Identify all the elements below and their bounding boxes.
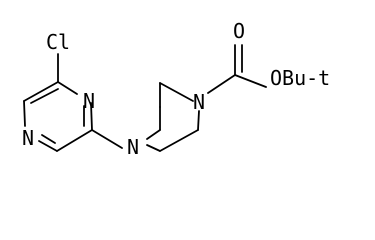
pyrazine-n1-label: N [83, 89, 95, 113]
bond-n-carbonyl [207, 74, 236, 94]
bond-c3-c2 [23, 81, 59, 102]
molecule-drawing: Cl N N N N O OBu-t [22, 19, 330, 159]
chlorine-label: Cl [46, 30, 70, 54]
carbonyl-oxygen-label: O [233, 19, 245, 43]
bond-pip-c5-c6 [159, 129, 199, 152]
bond-c5-n4 [38, 140, 58, 152]
chemical-structure-diagram: Cl N N N N O OBu-t [21, 19, 331, 159]
bond-c5-n4-double [41, 134, 56, 144]
piperazine-n1-label: N [127, 135, 139, 159]
bond-pyrazine-piperazine [91, 129, 123, 149]
bond-pip-n1-c2 [146, 129, 161, 140]
bond-carbonyl-c-o-single [234, 74, 267, 88]
bond-pip-c6-n1 [146, 144, 161, 152]
bond-c2-n1 [57, 81, 78, 95]
bond-c3-c2-double [30, 88, 59, 104]
ester-group-label: OBu-t [270, 66, 330, 90]
bond-n4-c3 [23, 100, 26, 127]
bond-n1-c6 [90, 102, 93, 131]
bond-c6-c5 [56, 129, 93, 152]
bond-pip-c4-c5 [159, 82, 194, 102]
bond-pip-n4-c5 [197, 110, 200, 131]
piperazine-n4-label: N [193, 90, 205, 114]
pyrazine-n4-label: N [22, 126, 34, 150]
